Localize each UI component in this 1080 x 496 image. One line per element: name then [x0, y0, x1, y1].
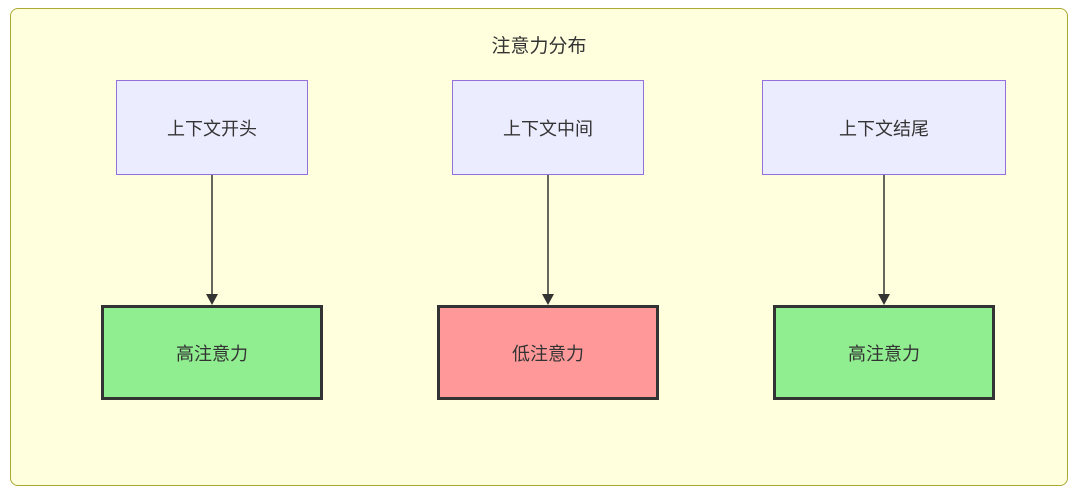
- flow-column-end: 上下文结尾 高注意力: [761, 80, 1007, 400]
- diagram-title: 注意力分布: [491, 35, 587, 57]
- node-context-end: 上下文结尾: [762, 80, 1006, 175]
- flow-column-middle: 上下文中间 低注意力: [425, 80, 671, 400]
- arrow-end-to-high-icon: [878, 175, 890, 305]
- node-context-middle: 上下文中间: [452, 80, 644, 175]
- node-attention-high-1: 高注意力: [101, 305, 323, 400]
- arrow-middle-to-low-icon: [542, 175, 554, 305]
- node-attention-low: 低注意力: [437, 305, 659, 400]
- node-context-start: 上下文开头: [116, 80, 308, 175]
- arrow-start-to-high-icon: [206, 175, 218, 305]
- flow-columns: 上下文开头 高注意力 上下文中间 低注意力 上下文结尾: [11, 58, 1067, 400]
- node-attention-high-2: 高注意力: [773, 305, 995, 400]
- flow-column-start: 上下文开头 高注意力: [89, 80, 335, 400]
- attention-distribution-group: 注意力分布 上下文开头 高注意力 上下文中间 低注意力: [10, 8, 1068, 486]
